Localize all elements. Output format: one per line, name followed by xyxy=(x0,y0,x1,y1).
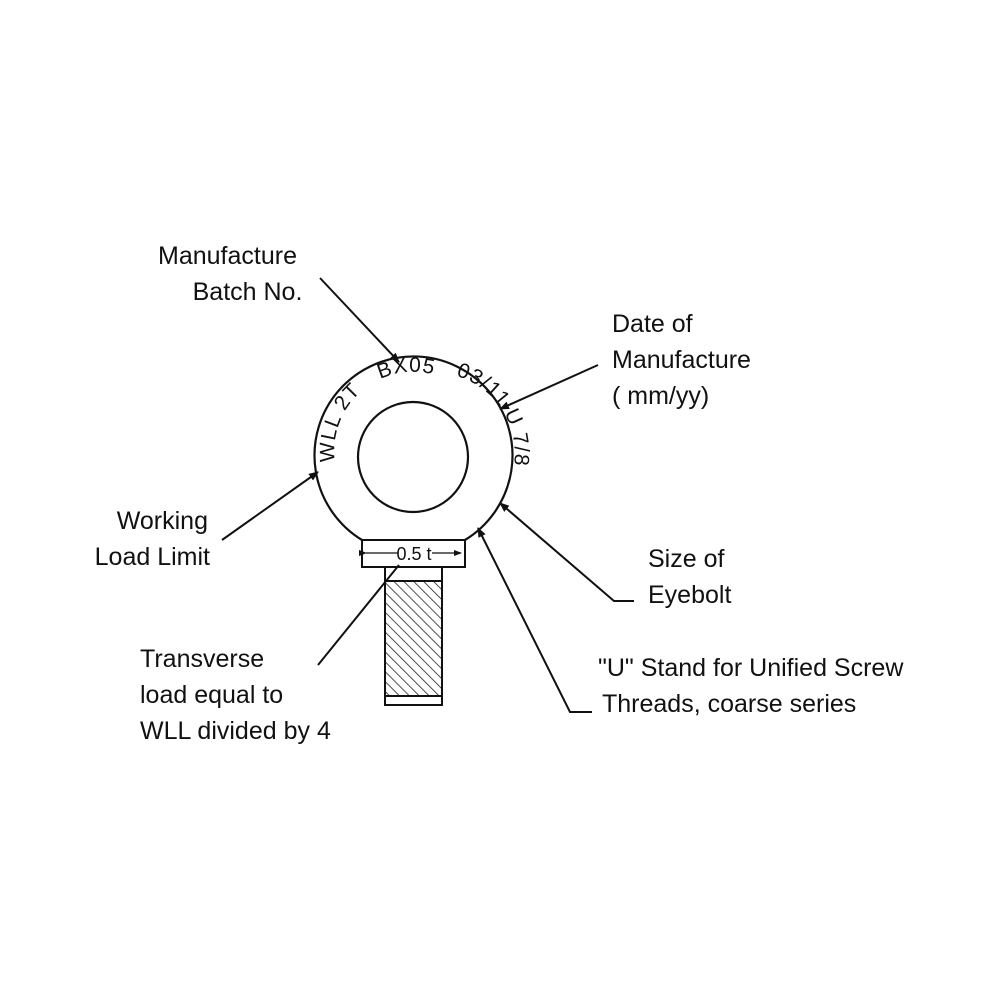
label-line: load equal to xyxy=(140,681,284,709)
label-line: Size of xyxy=(648,545,725,573)
label-line: WLL divided by 4 xyxy=(140,717,331,745)
label-line: Date of xyxy=(612,310,693,338)
label-line: Threads, coarse series xyxy=(602,690,857,718)
label-line: Transverse xyxy=(140,645,265,673)
label-line: Batch No. xyxy=(192,278,303,306)
leader-wll xyxy=(221,471,319,541)
leader-date xyxy=(499,364,599,410)
leader-batch xyxy=(319,277,400,363)
label-line: ( mm/yy) xyxy=(612,382,710,410)
ring-size: U 7/8 xyxy=(500,405,533,467)
leader-unified xyxy=(477,527,592,713)
ring-batch: BX05 xyxy=(374,354,438,384)
label-unified: "U" Stand for Unified Screw Threads, coa… xyxy=(598,650,903,722)
label-line: Manufacture xyxy=(612,346,751,374)
label-batch: Manufacture Batch No. xyxy=(140,238,315,310)
shank-neck xyxy=(384,566,443,582)
label-line: Eyebolt xyxy=(648,581,732,609)
label-date: Date of Manufacture ( mm/yy) xyxy=(612,306,751,414)
ring-date: 03/11 xyxy=(454,359,515,411)
threaded-shank xyxy=(384,580,443,701)
leader-transverse xyxy=(317,564,400,666)
label-line: "U" Stand for Unified Screw xyxy=(598,654,904,682)
label-line: Load Limit xyxy=(94,543,210,571)
label-wll: Working Load Limit xyxy=(60,503,210,575)
leader-size xyxy=(499,502,634,602)
label-transverse: Transverse load equal to WLL divided by … xyxy=(140,641,331,749)
label-line: Working xyxy=(116,507,208,535)
label-size: Size of Eyebolt xyxy=(648,541,731,613)
collar-dimension: 0.5 t xyxy=(396,544,431,564)
eye-hole xyxy=(356,400,470,514)
label-line: Manufacture xyxy=(158,242,297,270)
